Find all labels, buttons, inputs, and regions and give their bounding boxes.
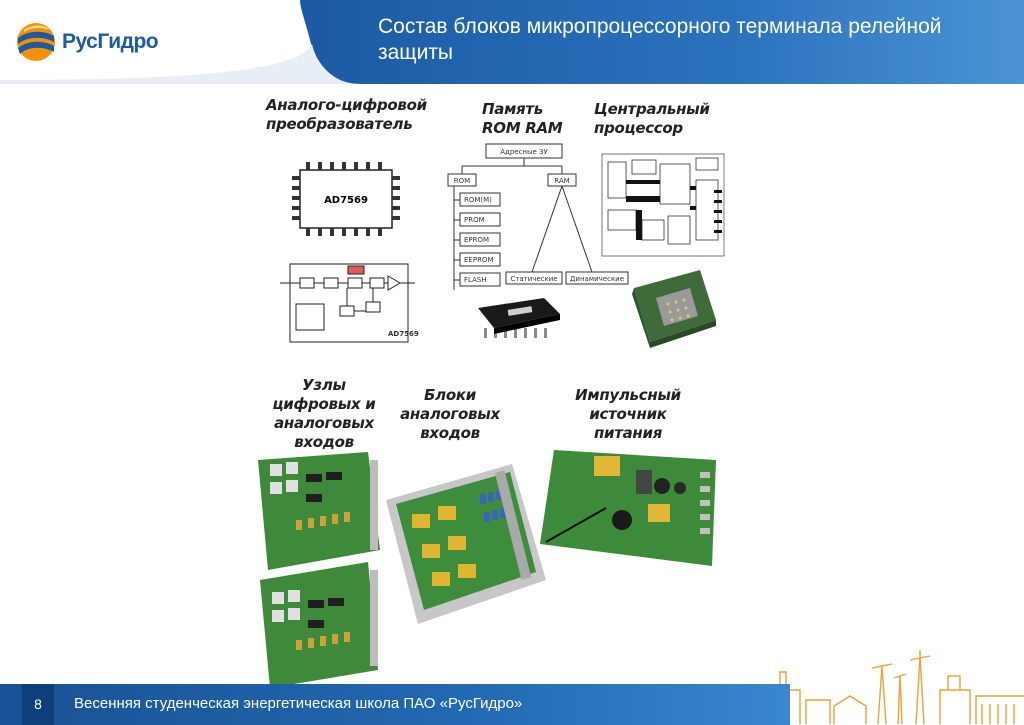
cpu-block-diagram <box>601 153 725 257</box>
label-cpu: Центральный процессор <box>594 100 710 137</box>
mem-root-label: Адресные ЗУ <box>500 148 548 156</box>
mem-items: ROM(M) PROM EPROM EEPROM FLASH <box>454 192 501 287</box>
page-number-box: 8 <box>22 684 54 725</box>
page-number: 8 <box>34 696 42 712</box>
label-psu: Импульсный источник питания <box>575 386 681 442</box>
footer-bar <box>0 684 790 725</box>
analog-input-board-image <box>386 464 546 624</box>
digital-input-board-image <box>258 452 380 688</box>
energy-skyline-decoration <box>770 650 1024 725</box>
psu-board-image <box>540 450 716 566</box>
header-swoosh <box>0 0 1024 84</box>
adc-chip-label: AD7569 <box>324 195 368 206</box>
component-figure: Аналого-цифровой преобразователь AD7569 <box>242 90 742 688</box>
footer-text: Весенняя студенческая энергетическая шко… <box>74 695 523 712</box>
cpu-chip-image <box>632 270 716 348</box>
adc-block-diagram: AD7569 <box>280 263 419 343</box>
mem-item-label: ROM(M) <box>464 196 492 204</box>
footer: 8 Весенняя студенческая энергетическая ш… <box>0 684 1024 725</box>
adc-block-label: AD7569 <box>388 330 419 338</box>
mem-static-label: Статические <box>510 275 557 283</box>
memory-chip-image <box>478 298 560 338</box>
label-digital-nodes: Узлы цифровых и аналоговых входов <box>272 376 376 451</box>
mem-item-label: FLASH <box>464 276 487 284</box>
mem-rom-label: ROM <box>454 177 470 185</box>
label-adc: Аналого-цифровой преобразователь <box>266 96 427 133</box>
memory-tree-diagram: Адресные ЗУ ROM RAM ROM(M) PROM EPROM EE… <box>447 143 629 290</box>
logo-mark-icon <box>17 23 55 61</box>
logo-text: РусГидро <box>62 30 159 53</box>
rushydro-logo: РусГидро <box>14 18 164 68</box>
label-memory: Память ROM RAM <box>482 100 563 137</box>
header: РусГидро Состав блоков микропроцессорног… <box>0 0 1024 84</box>
adc-chip-diagram: AD7569 <box>292 162 400 236</box>
mem-item-label: EEPROM <box>464 256 493 264</box>
label-analog-blocks: Блоки аналоговых входов <box>400 386 500 442</box>
slide-title: Состав блоков микропроцессорного термина… <box>378 15 942 64</box>
mem-dynamic-label: Динамические <box>570 275 624 283</box>
mem-item-label: EPROM <box>464 236 489 244</box>
mem-ram-label: RAM <box>554 177 569 185</box>
mem-item-label: PROM <box>464 216 485 224</box>
